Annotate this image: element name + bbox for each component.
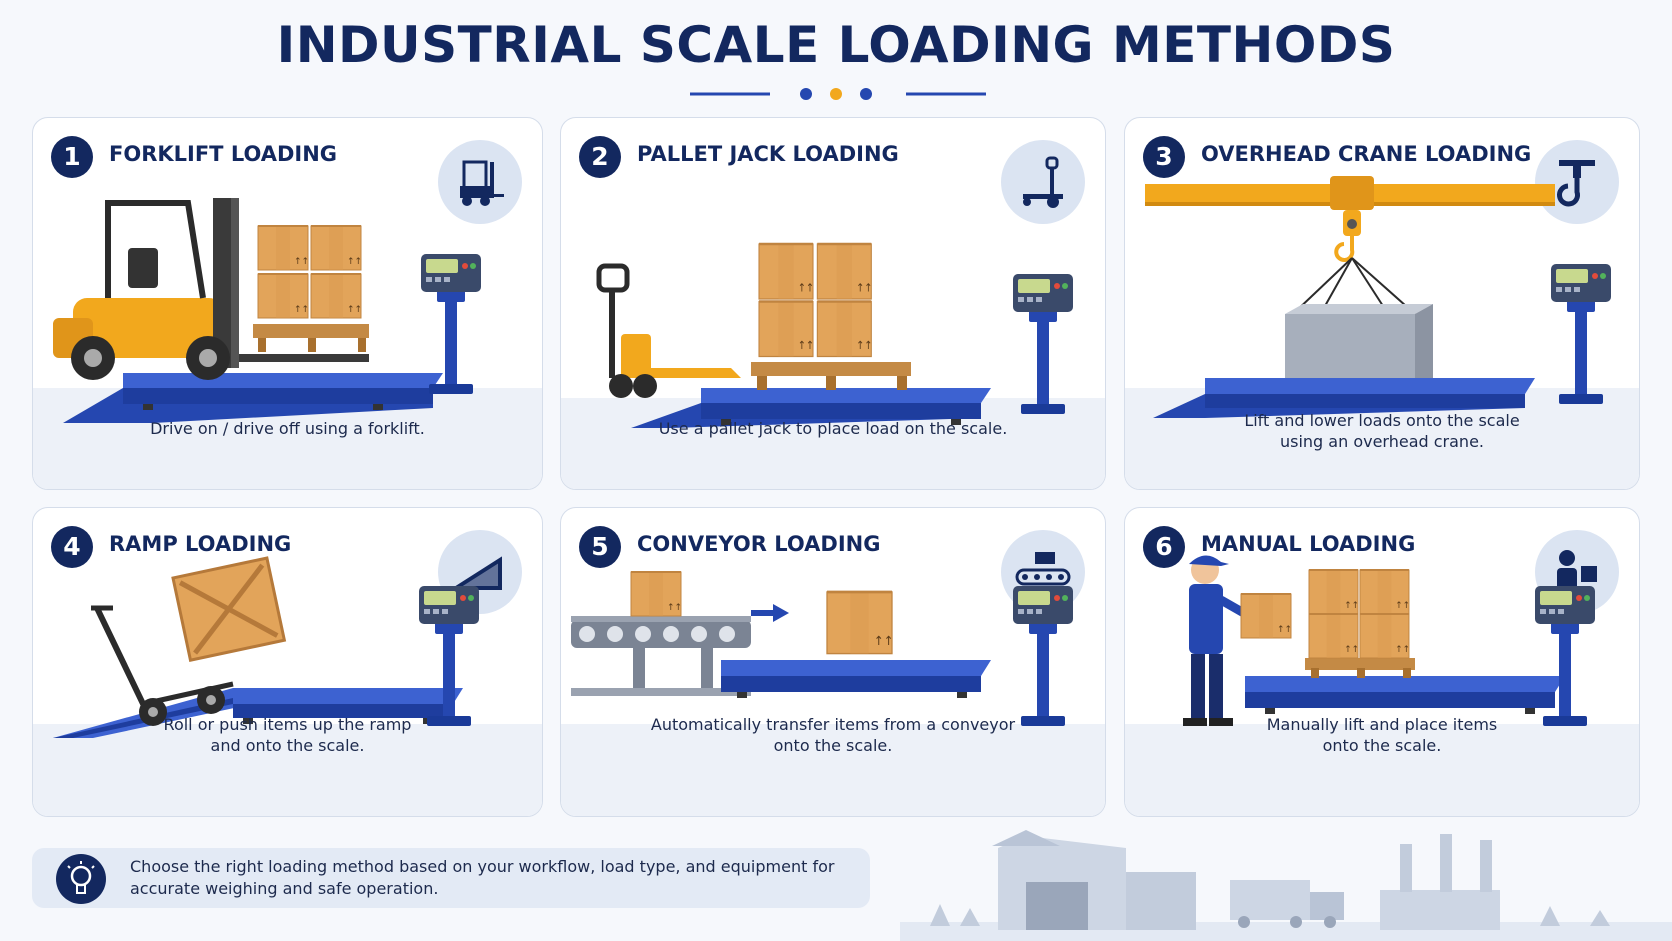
forklift-icon [438, 140, 522, 224]
card-description-line: using an overhead crane. [1279, 432, 1484, 451]
title-divider [690, 88, 986, 100]
card-description-line: Lift and lower loads onto the scale [1244, 411, 1520, 430]
step-number: 1 [51, 136, 93, 178]
card-description-line: onto the scale. [1322, 736, 1442, 755]
step-number: 2 [579, 136, 621, 178]
card-ramp-loading: 4 RAMP LOADING Roll or push items up the… [32, 507, 543, 817]
card-conveyor-loading: 5 CONVEYOR LOADING Automatically transfe… [560, 507, 1106, 817]
card-title: MANUAL LOADING [1201, 532, 1416, 556]
step-number: 4 [51, 526, 93, 568]
card-description-line: Automatically transfer items from a conv… [650, 715, 1016, 734]
crane-hook-icon [1535, 140, 1619, 224]
card-description-line: Roll or push items up the ramp [163, 715, 412, 734]
manual-loading-illustration [1183, 555, 1595, 726]
ramp-illustration [53, 556, 479, 738]
card-title: PALLET JACK LOADING [637, 142, 899, 166]
industrial-skyline-illustration [900, 830, 1672, 941]
forklift-illustration [53, 198, 481, 423]
tip-text-line: accurate weighing and safe operation. [130, 879, 439, 898]
card-forklift-loading: 1 FORKLIFT LOADING Drive on / drive off … [32, 117, 543, 490]
card-pallet-jack-loading: 2 PALLET JACK LOADING Use a pallet jack … [560, 117, 1106, 490]
crane-illustration [1145, 176, 1611, 418]
pallet-jack-icon [1001, 140, 1085, 224]
step-number: 3 [1143, 136, 1185, 178]
pallet-jack-illustration [596, 242, 1073, 428]
card-title: RAMP LOADING [109, 532, 292, 556]
step-number: 5 [579, 526, 621, 568]
card-description-line: and onto the scale. [210, 736, 365, 755]
lightbulb-icon [56, 854, 106, 904]
card-overhead-crane-loading: 3 OVERHEAD CRANE LOADING Lift and lower … [1124, 117, 1640, 490]
card-title: OVERHEAD CRANE LOADING [1201, 142, 1532, 166]
card-description-line: Use a pallet jack to place load on the s… [658, 419, 1008, 438]
card-description-line: onto the scale. [773, 736, 893, 755]
card-title: CONVEYOR LOADING [637, 532, 881, 556]
tip-banner: Choose the right loading method based on… [32, 848, 870, 908]
card-description-line: Manually lift and place items [1266, 715, 1498, 734]
card-title: FORKLIFT LOADING [109, 142, 338, 166]
card-manual-loading: 6 MANUAL LOADING Manually lift and place… [1124, 507, 1640, 817]
tip-text-line: Choose the right loading method based on… [130, 857, 835, 876]
step-number: 6 [1143, 526, 1185, 568]
conveyor-illustration [571, 571, 1073, 726]
page-title: INDUSTRIAL SCALE LOADING METHODS [276, 16, 1396, 74]
card-description-line: Drive on / drive off using a forklift. [150, 419, 425, 438]
